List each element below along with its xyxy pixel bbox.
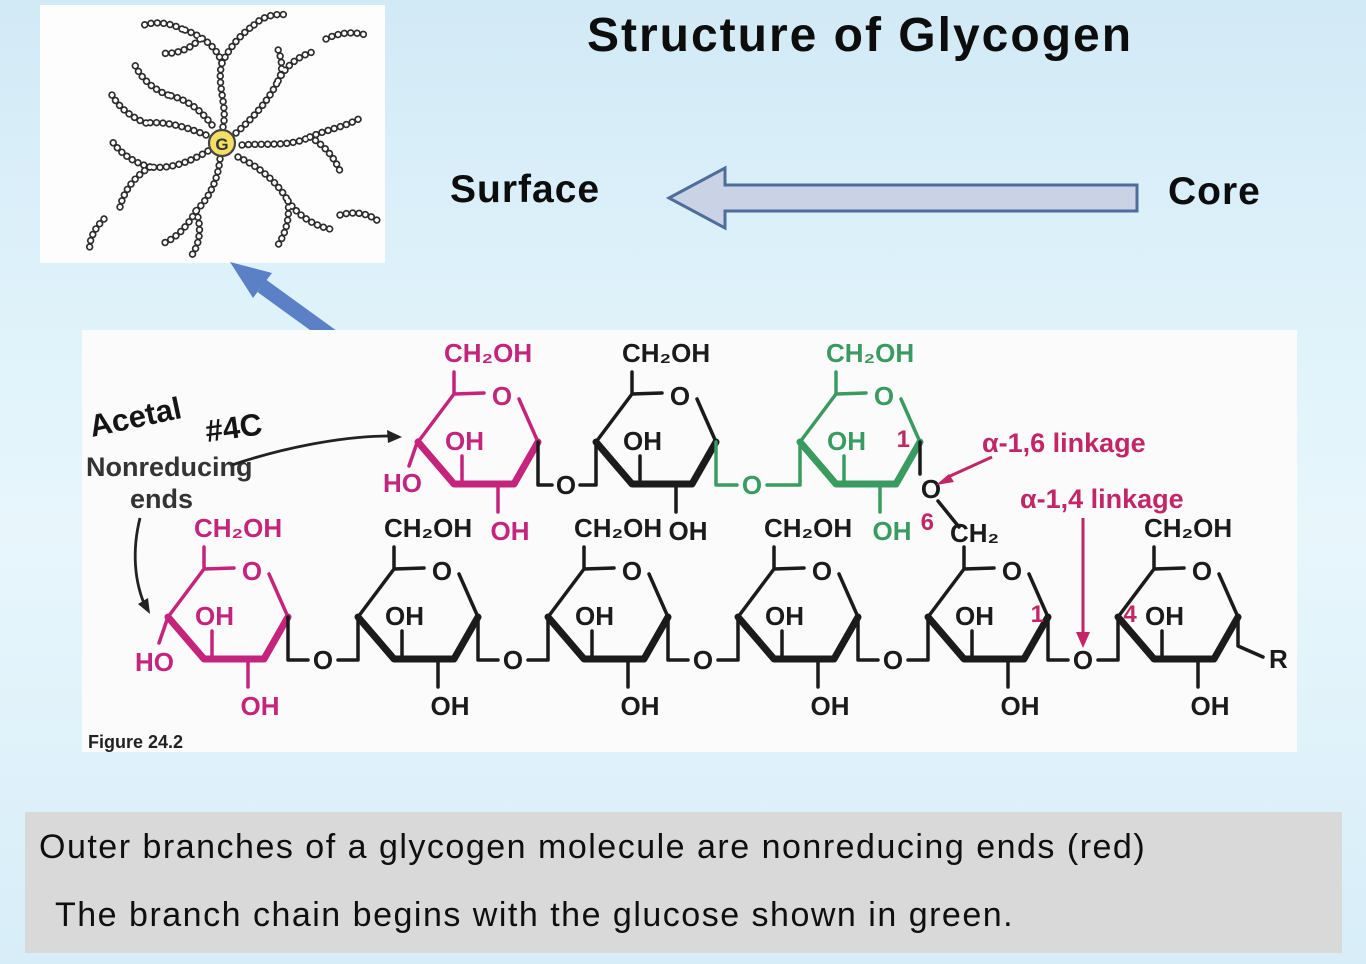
nonreducing-arrow-bottom <box>133 517 148 609</box>
bridge-o-label: O <box>742 470 762 500</box>
glycogen-structure-figure: O O O O O O O O O O O O O O O O O <box>86 338 1288 752</box>
caption-box: Outer branches of a glycogen molecule ar… <box>25 812 1342 953</box>
bridge-o-label: O <box>313 645 333 675</box>
ch2oh-label: CH₂OH <box>1144 513 1232 543</box>
glycogenin-core-circle <box>207 128 237 158</box>
ch2oh-label: CH₂OH <box>574 513 662 543</box>
bead-chains-outline <box>90 14 378 255</box>
nonreducing-arrow-top-head <box>387 430 402 443</box>
glycogen-granule-diagram: G <box>40 5 385 263</box>
bond-bottom-4-5 <box>856 615 930 662</box>
bridge-o-label: O <box>1073 645 1093 675</box>
oh-label: OH <box>491 516 530 546</box>
bond-alpha16-branch <box>918 440 961 529</box>
oh-label: OH <box>1145 601 1184 631</box>
ch2oh-labels: CH₂OH CH₂OH CH₂OH CH₂OH CH₂OH CH₂OH CH₂O… <box>194 338 1232 548</box>
core-to-surface-arrow <box>665 165 1139 231</box>
caption-line-2: The branch chain begins with the glucose… <box>55 896 1015 934</box>
oh-label: OH <box>431 691 470 721</box>
oh-label: OH <box>827 426 866 456</box>
ch2oh-label: CH₂OH <box>194 513 282 543</box>
ch2oh-label: CH₂OH <box>444 338 532 368</box>
alpha16-arrow-head <box>936 474 954 485</box>
ring-o-label: O <box>670 381 690 411</box>
alpha16-o-label: O <box>921 474 941 504</box>
ring-o-label: O <box>492 381 512 411</box>
carbon-6-label: 6 <box>921 509 934 536</box>
bond-bottom-2-3 <box>476 615 550 662</box>
bridge-o-label: O <box>883 645 903 675</box>
bond-r-group <box>1236 615 1265 659</box>
ho-stub-bottom1 <box>157 615 170 645</box>
carbon-1-label: 1 <box>897 426 910 453</box>
handwritten-4c-note: #4C <box>203 406 264 449</box>
oh-label: OH <box>445 426 484 456</box>
ch2oh-label: CH₂OH <box>764 513 852 543</box>
pointer-arrow-head <box>230 262 272 298</box>
bond-top-1-2 <box>536 440 598 487</box>
alpha14-linkage-label: α-1,4 linkage <box>1020 484 1184 514</box>
ch2oh-label: CH₂OH <box>826 338 914 368</box>
oh-label: OH <box>1191 691 1230 721</box>
handwritten-acetal-note: Acetal <box>86 390 184 444</box>
glycogenin-g-label: G <box>215 135 228 154</box>
inner-oh-labels: OH OH OH OH OH OH OH OH OH <box>195 426 1184 631</box>
block-arrow-shape <box>665 165 1139 231</box>
bond-top-2-3 <box>714 440 802 487</box>
bridge-o-label: O <box>693 645 713 675</box>
oh-label: OH <box>195 601 234 631</box>
glycosidic-bonds <box>157 438 1265 662</box>
chemical-structure-panel: O O O O O O O O O O O O O O O O O <box>82 330 1297 752</box>
ring-oxygen-labels: O O O O O O O O O <box>242 381 1212 586</box>
ch2oh-label: CH₂OH <box>622 338 710 368</box>
carbon-1-label: 1 <box>1031 601 1044 628</box>
oh-label: OH <box>811 691 850 721</box>
alpha14-arrow-head <box>1076 632 1090 648</box>
alpha16-arrow-line <box>947 455 993 479</box>
oh-label: OH <box>765 601 804 631</box>
ho-label: HO <box>135 647 174 677</box>
bond-bottom-3-4 <box>666 615 740 662</box>
oh-label: OH <box>669 516 708 546</box>
nonreducing-arrow-bottom-head <box>138 598 150 614</box>
ring-o-label: O <box>622 556 642 586</box>
bridge-o-label: O <box>556 470 576 500</box>
bond-bottom-1-2 <box>286 615 360 662</box>
figure-caption: Figure 24.2 <box>88 732 183 752</box>
nonreducing-label-line1: Nonreducing <box>86 452 253 482</box>
oh-label: OH <box>873 516 912 546</box>
bridge-oxygen-labels: O O O O O O O O <box>313 470 1093 675</box>
ch2oh-label: CH₂OH <box>384 513 472 543</box>
ring-o-label: O <box>812 556 832 586</box>
alpha16-linkage-label: α-1,6 linkage <box>982 428 1146 458</box>
ring-o-label: O <box>432 556 452 586</box>
ring-o-label: O <box>1192 556 1212 586</box>
ch2-branch-label: CH₂ <box>950 518 999 548</box>
ring-o-label: O <box>242 556 262 586</box>
glycogen-granule-panel: G <box>40 5 385 263</box>
r-group-label: R <box>1269 644 1288 674</box>
caption-line-1: Outer branches of a glycogen molecule ar… <box>39 828 1147 866</box>
ho-label: HO <box>383 468 422 498</box>
ho-stub-top1 <box>407 438 420 468</box>
oh-label: OH <box>575 601 614 631</box>
oh-label: OH <box>1001 691 1040 721</box>
oh-label: OH <box>241 691 280 721</box>
below-oh-labels: OH OH OH OH OH OH OH OH OH <box>241 516 1230 721</box>
page-title: Structure of Glycogen <box>586 9 1134 62</box>
carbon-4-label: 4 <box>1123 601 1137 628</box>
oh-label: OH <box>385 601 424 631</box>
bond-bottom-5-6 <box>1046 615 1120 662</box>
bridge-o-label: O <box>503 645 523 675</box>
nonreducing-label-line2: ends <box>130 484 193 514</box>
core-label: Core <box>1168 170 1261 213</box>
surface-label: Surface <box>450 168 601 211</box>
oh-label: OH <box>955 601 994 631</box>
oh-label: OH <box>623 426 662 456</box>
oh-label: OH <box>621 691 660 721</box>
nonreducing-arrow-top <box>231 434 391 467</box>
ring-o-label: O <box>874 381 894 411</box>
ring-o-label: O <box>1002 556 1022 586</box>
